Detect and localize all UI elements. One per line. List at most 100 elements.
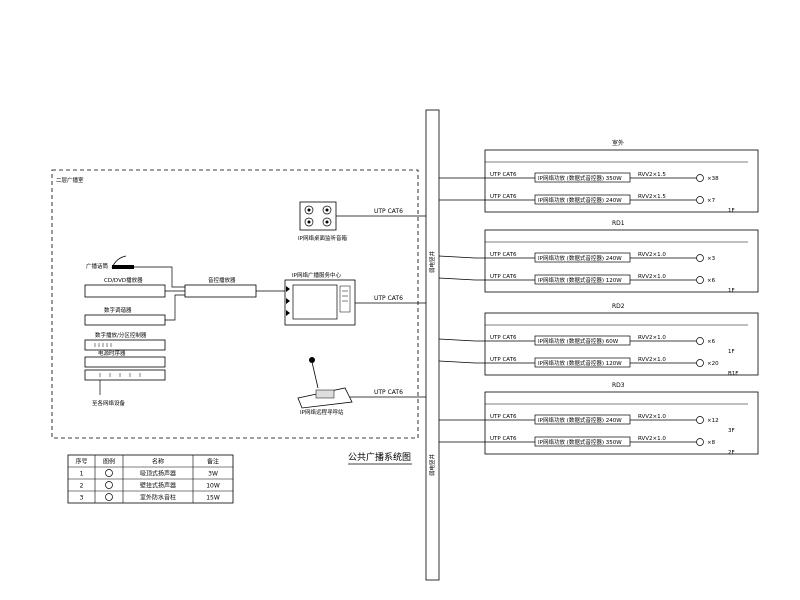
cable-label: UTP CAT6: [490, 172, 517, 178]
legend-symbol: [105, 493, 113, 501]
amp-box: [534, 357, 631, 368]
legend-note: 10W: [206, 483, 220, 490]
speaker-count: ×3: [707, 256, 716, 262]
legend-header: 备注: [207, 458, 219, 466]
wire-label: RVV2×1.5: [638, 172, 666, 178]
tuner: [84, 314, 166, 326]
speaker-icon: [696, 337, 704, 345]
diagram-title: 公共广播系统图: [348, 451, 411, 463]
amp-label: IP网络功放 (数据式音控器) 60W: [538, 337, 619, 345]
paging-station-label: IP网络远程寻呼站: [300, 408, 344, 416]
host-workstation: [284, 279, 356, 326]
zone-name: 室外: [612, 139, 624, 147]
amp-label: IP网络功放 (数据式音控器) 240W: [538, 416, 622, 424]
speaker-icon: [696, 438, 704, 446]
cable-line: [438, 360, 535, 364]
zone-name: RD3: [612, 382, 625, 389]
legend-number: 2: [80, 483, 84, 490]
legend-symbol: [105, 481, 113, 489]
speaker-count: ×6: [707, 339, 716, 345]
monitor-speaker: [299, 201, 337, 231]
amp-label: IP网络功放 (数据式音控器) 350W: [538, 174, 622, 182]
zone-box: [484, 149, 759, 213]
mp3-controller-label: 数字播放/分区控制器: [95, 331, 147, 339]
legend-name: 室外防水音柱: [140, 494, 176, 502]
legend-name: 吸顶式扬声器: [140, 470, 176, 478]
legend-header: 图例: [103, 458, 115, 466]
zone-name: RD2: [612, 303, 625, 310]
zone-box: [484, 391, 759, 455]
mp3-controller: [84, 339, 166, 351]
cd-player: [84, 284, 166, 298]
zone-box: [484, 312, 759, 376]
speaker-icon: [696, 196, 704, 204]
floor-label: 1F: [728, 208, 735, 214]
amp-box: [534, 172, 631, 183]
trunk-label-lower: 弱电竖井: [428, 454, 436, 477]
zone-name: RD1: [612, 220, 625, 227]
cable-line: [438, 338, 535, 342]
wire-label: RVV2×1.0: [638, 436, 666, 442]
broadcast-room-boundary: [51, 169, 419, 439]
zone-box: [484, 229, 759, 293]
amp-label: IP网络功放 (数据式音控器) 350W: [538, 438, 622, 446]
audio-workstation: [184, 284, 257, 298]
legend-symbol: [105, 469, 113, 477]
amp-label: IP网络功放 (数据式音控器) 120W: [538, 359, 622, 367]
amp-box: [534, 335, 631, 346]
cd-player-label: CD/DVD播放器: [104, 276, 143, 284]
wire-label: RVV2×1.5: [638, 194, 666, 200]
amp-label: IP网络功放 (数据式音控器) 240W: [538, 254, 622, 262]
power-sequencer-label: 电源时序器: [98, 349, 126, 357]
speaker-count: ×20: [707, 361, 719, 367]
floor-label: 3F: [728, 428, 735, 434]
speaker-count: ×6: [707, 278, 716, 284]
floor-label: 2F: [728, 450, 735, 456]
cable-label: UTP CAT6: [490, 436, 517, 442]
amp-box: [534, 436, 631, 447]
legend-header: 名称: [152, 458, 164, 466]
trunk-riser: [425, 109, 440, 581]
monitor-link-label: UTP CAT6: [374, 208, 403, 215]
cable-label: UTP CAT6: [490, 357, 517, 363]
amp-box: [534, 194, 631, 205]
cable-label: UTP CAT6: [490, 252, 517, 258]
wire-label: RVV2×1.0: [638, 357, 666, 363]
zone-1: 室外 UTP CAT6 IP网络功放 (数据式音控器) 350W RVV2×1.5 ×3…: [439, 139, 759, 214]
legend-header: 序号: [75, 458, 87, 466]
wire-label: RVV2×1.0: [638, 335, 666, 341]
amp-box: [534, 274, 631, 285]
peripheral-unit: [84, 369, 166, 381]
microphone-label: 广播话筒: [86, 262, 109, 270]
legend-number: 3: [80, 495, 84, 502]
tuner-label: 数字调谐器: [104, 306, 132, 314]
speaker-icon: [696, 276, 704, 284]
host-label: IP网络广播服务中心: [292, 271, 341, 279]
cable-label: UTP CAT6: [490, 414, 517, 420]
speaker-count: ×8: [707, 440, 716, 446]
speaker-count: ×7: [707, 198, 716, 204]
cable-label: UTP CAT6: [490, 335, 517, 341]
legend-name: 壁挂式扬声器: [140, 482, 176, 490]
microphone: [111, 255, 134, 269]
trunk-label-upper: 弱电竖井: [428, 251, 436, 274]
speaker-count: ×12: [707, 418, 719, 424]
amp-label: IP网络功放 (数据式音控器) 120W: [538, 276, 622, 284]
amp-box: [534, 414, 631, 425]
speaker-icon: [696, 174, 704, 182]
speaker-icon: [696, 254, 704, 262]
floor-label: B1F: [728, 371, 738, 377]
legend-note: 3W: [208, 471, 218, 478]
legend-note: 15W: [206, 495, 220, 502]
audio-workstation-label: 音控播放器: [208, 276, 236, 284]
cable-label: UTP CAT6: [490, 274, 517, 280]
speaker-count: ×38: [707, 176, 719, 182]
peripheral-label: 至各网络设备: [92, 399, 126, 407]
amp-box: [534, 252, 631, 263]
legend-number: 1: [80, 471, 84, 478]
floor-label: 1F: [728, 288, 735, 294]
amp-label: IP网络功放 (数据式音控器) 240W: [538, 196, 622, 204]
